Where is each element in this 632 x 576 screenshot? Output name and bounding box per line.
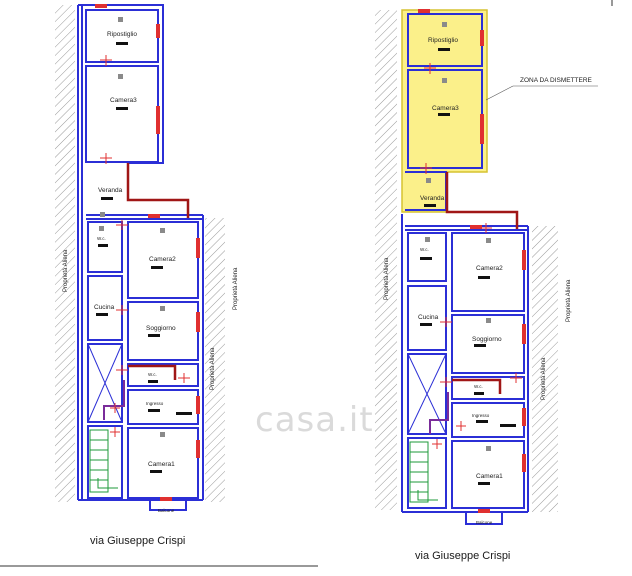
left-street-caption: via Giuseppe Crispi xyxy=(90,535,186,547)
left-valve-marks xyxy=(100,55,190,437)
left-neighbour-right-bottom-label: Proprietà Aliena xyxy=(210,347,216,390)
right-cucina-label: Cucina xyxy=(418,314,439,321)
right-ingresso-label: Ingresso xyxy=(472,413,490,418)
left-water-pipe xyxy=(103,380,125,420)
right-openings xyxy=(418,9,526,513)
left-walls xyxy=(77,4,204,511)
right-gas-pipe xyxy=(445,172,519,394)
left-cucina-label: Cucina xyxy=(94,304,115,311)
left-balcone-label: Balcone xyxy=(158,508,175,513)
left-camera3-label: Camera3 xyxy=(110,97,137,104)
left-neighbour-right-top-label: Proprietà Aliena xyxy=(233,267,239,310)
right-left-hatched-wall xyxy=(375,10,397,510)
left-fixture-marks xyxy=(99,17,165,437)
left-soggiorno-label: Soggiorno xyxy=(146,325,176,332)
watermark: casa.it xyxy=(255,400,374,440)
right-elevator-shaft xyxy=(407,353,447,435)
right-camera3-label: Camera3 xyxy=(432,105,459,112)
left-neighbour-left-label: Proprietà Aliena xyxy=(63,249,69,292)
right-balcone-label: Balcone xyxy=(476,520,493,525)
left-veranda-label: Veranda xyxy=(98,187,123,194)
left-elevator-shaft xyxy=(87,343,123,423)
left-gas-pipe xyxy=(126,163,190,380)
right-fixture-marks xyxy=(425,22,491,451)
right-neighbour-left-label: Proprietà Aliena xyxy=(384,257,390,300)
right-soggiorno-label: Soggiorno xyxy=(472,336,502,343)
left-wc2-label: W.c. xyxy=(148,372,157,377)
right-camera1-label: Camera1 xyxy=(476,473,503,480)
right-neighbour-right-top-label: Proprietà Aliena xyxy=(566,279,572,322)
left-camera1-label: Camera1 xyxy=(148,461,175,468)
right-label-bars xyxy=(420,48,516,485)
right-veranda-label: Veranda xyxy=(420,195,445,202)
right-neighbour-right-bottom-label: Proprietà Aliena xyxy=(541,357,547,400)
right-right-hatched-wall xyxy=(532,226,558,512)
right-stair xyxy=(409,441,438,503)
left-label-bars xyxy=(96,42,192,473)
left-stair xyxy=(89,429,118,493)
left-ripostiglio-label: Ripostiglio xyxy=(107,31,137,38)
right-plan: Ripostiglio Camera3 Veranda W.c. Camera2… xyxy=(375,9,598,525)
left-openings xyxy=(95,4,200,501)
right-camera2-label: Camera2 xyxy=(476,265,503,272)
right-street-caption: via Giuseppe Crispi xyxy=(415,550,511,562)
right-hatched-wall xyxy=(205,218,225,502)
right-ripostiglio-label: Ripostiglio xyxy=(428,37,458,44)
right-wc-label: W.c. xyxy=(420,247,429,252)
right-valve-marks xyxy=(420,63,522,449)
left-hatched-wall xyxy=(55,5,75,502)
left-plan: Ripostiglio Camera3 Veranda W.c. Camera2… xyxy=(55,4,239,513)
zone-callout: ZONA DA DISMETTERE xyxy=(485,77,598,101)
left-camera2-label: Camera2 xyxy=(149,256,176,263)
left-ingresso-label: Ingresso xyxy=(146,401,164,406)
zone-label: ZONA DA DISMETTERE xyxy=(520,77,593,84)
left-wc-label: W.c. xyxy=(97,236,106,241)
right-water-pipe xyxy=(429,392,449,434)
right-wc2-label: W.c. xyxy=(474,384,483,389)
